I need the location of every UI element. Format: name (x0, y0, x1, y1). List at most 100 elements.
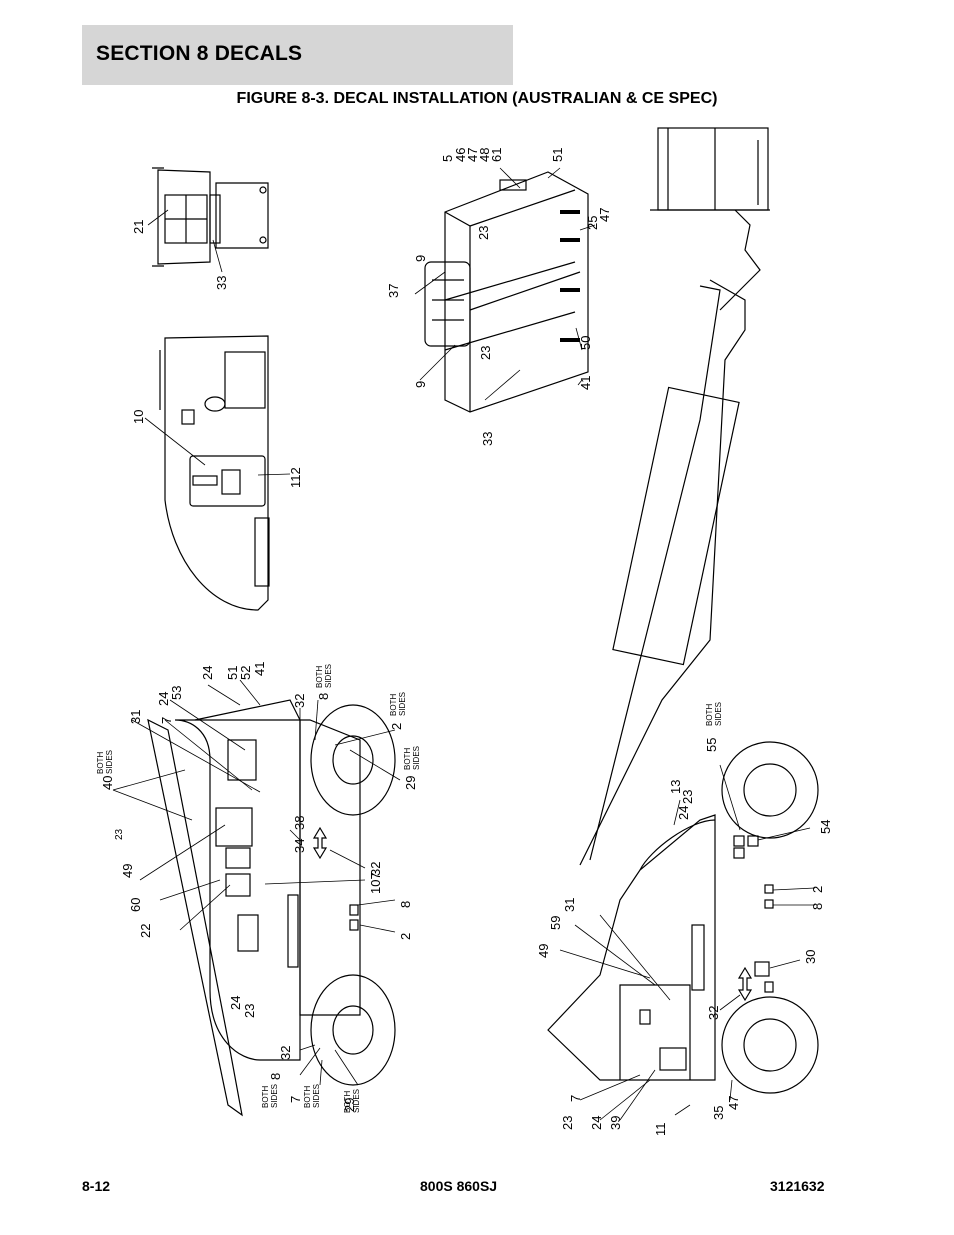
callout: 51 (550, 148, 565, 162)
callout: 8 (316, 693, 331, 700)
callout: 23 (242, 1004, 257, 1018)
callout: 13 (668, 780, 683, 794)
callout: 41 (252, 662, 267, 676)
figure-title: FIGURE 8-3. DECAL INSTALLATION (AUSTRALI… (236, 90, 718, 107)
callout: 24 (200, 666, 215, 680)
callout: 33 (480, 432, 495, 446)
note-both: BOTH (389, 694, 398, 716)
callout: 9 (413, 381, 428, 388)
note-both: BOTH (403, 748, 412, 770)
platform-basket-illustration (424, 171, 589, 413)
callout: 30 (803, 950, 818, 964)
callout: 55 (704, 738, 719, 752)
callout: 38 (292, 816, 307, 830)
machine-side-view-right-illustration (547, 741, 819, 1094)
callout: 8 (268, 1073, 283, 1080)
callout: 11 (653, 1123, 668, 1137)
callout: 59 (548, 916, 563, 930)
callout: 39 (608, 1116, 623, 1130)
note-both: BOTH (705, 704, 714, 726)
callout: 7 (288, 1096, 303, 1103)
note-sides: SIDES (105, 750, 114, 774)
note-sides: SIDES (398, 692, 407, 716)
callout: 29 (403, 776, 418, 790)
control-box-illustration (152, 167, 269, 267)
callout: 32 (706, 1006, 721, 1020)
callout: 5 (440, 155, 455, 162)
model-number: 800S 860SJ (420, 1178, 498, 1194)
callout: 10 (131, 410, 146, 424)
callout: 9 (413, 255, 428, 262)
machine-side-view-left-illustration (147, 699, 396, 1117)
callout: 24 (228, 996, 243, 1010)
callout: 7 (568, 1095, 583, 1102)
section-title: SECTION 8 DECALS (96, 42, 303, 65)
section-header: SECTION 8 DECALS (82, 25, 513, 85)
callout: 2 (398, 933, 413, 940)
callout: 107 (368, 872, 383, 894)
callout: 23 (478, 346, 493, 360)
chassis-side-illustration (159, 335, 270, 611)
callout: 48 (477, 148, 492, 162)
callout: 112 (288, 467, 303, 488)
note-sides: SIDES (714, 702, 723, 726)
callout: 32 (368, 862, 383, 876)
callout: 24 (676, 806, 691, 820)
note-both: BOTH (96, 752, 105, 774)
callout: 34 (292, 839, 307, 853)
callout: 24 (156, 692, 171, 706)
note-sides: SIDES (324, 664, 333, 688)
callout: 7 (159, 717, 174, 724)
note-both: BOTH (343, 1091, 352, 1113)
callout: 46 (453, 148, 468, 162)
note-sides: SIDES (312, 1084, 321, 1108)
callout: 21 (131, 220, 146, 234)
callout: 8 (398, 901, 413, 908)
callout: 47 (597, 208, 612, 222)
callout: 2 (810, 886, 825, 893)
callout: 8 (810, 903, 825, 910)
callout: 32 (292, 694, 307, 708)
both-sides-notes: BOTH SIDES BOTH SIDES BOTH SIDES BOTH SI… (96, 664, 723, 1113)
callout: 29 (342, 1098, 357, 1112)
callout: 22 (138, 924, 153, 938)
note-sides: SIDES (270, 1084, 279, 1108)
callout: 49 (536, 944, 551, 958)
callout: 47 (726, 1096, 741, 1110)
callout: 33 (214, 276, 229, 290)
callout: 52 (238, 666, 253, 680)
page-number: 8-12 (82, 1178, 111, 1194)
callout: 61 (489, 148, 504, 162)
callout: 40 (100, 776, 115, 790)
callout: 51 (225, 666, 240, 680)
callout: 23 (114, 828, 125, 840)
callout: 49 (120, 864, 135, 878)
note-sides: SIDES (352, 1089, 361, 1113)
callout: 25 (585, 216, 600, 230)
callout: 53 (169, 686, 184, 700)
callout: 23 (560, 1116, 575, 1130)
callout: 23 (680, 790, 695, 804)
callout: 31 (128, 710, 143, 724)
callout: 23 (476, 226, 491, 240)
note-both: BOTH (303, 1086, 312, 1108)
callout: 60 (128, 898, 143, 912)
note-both: BOTH (315, 666, 324, 688)
part-number: 3121632 (770, 1178, 825, 1194)
callout: 35 (711, 1106, 726, 1120)
callout: 2 (389, 723, 404, 730)
leader-lines (112, 167, 816, 1121)
callout: 37 (386, 284, 401, 298)
callout: 32 (278, 1046, 293, 1060)
callout: 50 (578, 336, 593, 350)
callout: 54 (818, 820, 833, 834)
boom-illustration (579, 127, 770, 866)
callout: 31 (562, 898, 577, 912)
callout: 24 (589, 1116, 604, 1130)
callout: 41 (578, 376, 593, 390)
note-both: BOTH (261, 1086, 270, 1108)
note-sides: SIDES (412, 746, 421, 770)
callout-numbers: 5 46 47 48 61 51 25 47 9 23 37 9 23 50 4… (100, 148, 833, 1136)
callout: 47 (465, 148, 480, 162)
